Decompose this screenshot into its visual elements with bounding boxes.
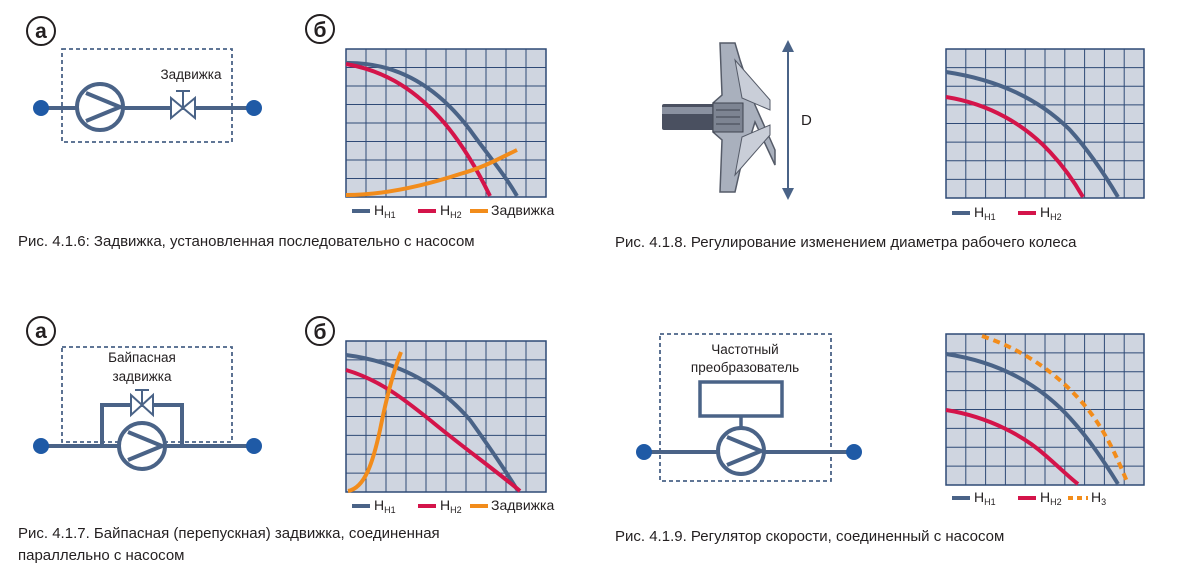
pump-symbol (716, 426, 766, 476)
curve-h1 (345, 60, 519, 197)
panel-4-1-9: Частотный преобразователь HН1 HН2 H3 (636, 333, 1145, 507)
chart-legend: HН1 HН2 Задвижка (352, 202, 554, 220)
label-a: а (35, 320, 47, 343)
caption-4-1-7-line1: Рис. 4.1.7. Байпасная (перепускная) задв… (18, 525, 440, 542)
svg-text:HН2: HН2 (1040, 204, 1062, 222)
svg-text:HН1: HН1 (974, 204, 996, 222)
caption-4-1-7-line2: параллельно с насосом (18, 547, 185, 564)
legend-h3: H (1091, 489, 1101, 505)
legend-h2: H (440, 202, 450, 218)
inlet-node (636, 444, 652, 460)
pump-symbol (117, 421, 167, 471)
legend-h1-sub: Н1 (984, 497, 996, 507)
impeller-drawing (662, 42, 776, 193)
svg-text:HН2: HН2 (440, 202, 462, 220)
legend-h2: H (1040, 204, 1050, 220)
curve-h1 (945, 70, 1120, 199)
legend-h2-sub: Н2 (1050, 212, 1062, 222)
inlet-node (33, 438, 49, 454)
legend-h1: H (974, 204, 984, 220)
label-b: б (314, 19, 327, 42)
label-a-badge: а (26, 16, 56, 46)
legend-valve: Задвижка (491, 497, 554, 513)
label-b-badge: б (305, 14, 335, 44)
curve-valve (345, 148, 518, 197)
svg-text:HН2: HН2 (440, 497, 462, 515)
bypass-label-line2: задвижка (112, 369, 172, 384)
bypass-label-line1: Байпасная (108, 350, 176, 365)
outlet-node (246, 438, 262, 454)
curve-h2 (345, 368, 522, 493)
chart-grid (945, 48, 1145, 199)
legend-h1-sub: Н1 (384, 210, 396, 220)
caption-4-1-6: Рис. 4.1.6: Задвижка, установленная посл… (18, 233, 475, 250)
legend-valve: Задвижка (491, 202, 554, 218)
curve-h1 (945, 352, 1120, 486)
outlet-node (246, 100, 262, 116)
svg-text:HН1: HН1 (374, 497, 396, 515)
panel-4-1-7: а Байпасная задвижка б HН1 (26, 316, 554, 515)
diameter-dimension (782, 40, 794, 200)
legend-h2: H (1040, 489, 1050, 505)
legend-h1: H (974, 489, 984, 505)
bypass-valve-symbol (130, 389, 154, 418)
chart-legend: HН1 HН2 H3 (952, 489, 1106, 507)
svg-text:H3: H3 (1091, 489, 1106, 507)
pump-symbol (75, 82, 125, 132)
diameter-label: D (801, 112, 812, 129)
legend-h1-sub: Н1 (384, 505, 396, 515)
legend-h1-sub: Н1 (984, 212, 996, 222)
frequency-converter-box (698, 380, 784, 418)
curve-h2 (945, 95, 1085, 198)
legend-h2-sub: Н2 (450, 210, 462, 220)
svg-text:HН2: HН2 (1040, 489, 1062, 507)
caption-4-1-8: Рис. 4.1.8. Регулирование изменением диа… (615, 234, 1077, 251)
label-b-badge: б (305, 316, 335, 346)
chart-legend: HН1 HН2 Задвижка (352, 497, 554, 515)
outlet-node (846, 444, 862, 460)
svg-text:HН1: HН1 (374, 202, 396, 220)
label-a: а (35, 20, 47, 43)
curve-h3 (981, 334, 1130, 485)
label-b: б (314, 321, 327, 344)
valve-label: Задвижка (161, 67, 222, 82)
curve-h2 (945, 408, 1080, 486)
vfd-label-line1: Частотный (711, 342, 778, 357)
inlet-node (33, 100, 49, 116)
legend-h1: H (374, 202, 384, 218)
legend-h2: H (440, 497, 450, 513)
panel-4-1-8: D HН1 HН2 (662, 40, 1145, 222)
valve-symbol (170, 90, 196, 121)
legend-h3-sub: 3 (1101, 497, 1106, 507)
legend-h2-sub: Н2 (450, 505, 462, 515)
legend-h1: H (374, 497, 384, 513)
svg-text:HН1: HН1 (974, 489, 996, 507)
legend-h2-sub: Н2 (1050, 497, 1062, 507)
chart-grid (345, 340, 547, 493)
curve-valve (347, 351, 403, 493)
vfd-label-line2: преобразователь (691, 360, 799, 375)
curve-h1 (345, 353, 520, 493)
chart-grid (945, 333, 1145, 486)
caption-4-1-9: Рис. 4.1.9. Регулятор скорости, соединен… (615, 528, 1005, 545)
panel-4-1-6: а Задвижка б HН1 HН2 (26, 14, 554, 220)
system-boundary (659, 333, 832, 482)
label-a-badge: а (26, 316, 56, 346)
chart-legend: HН1 HН2 (952, 204, 1062, 222)
system-boundary (61, 48, 233, 143)
